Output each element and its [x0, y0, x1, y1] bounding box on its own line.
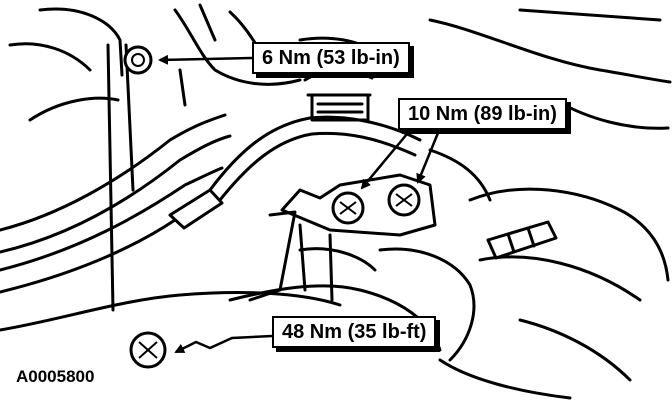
top-fitting [303, 69, 374, 122]
torque-callout-upper-bolt: 6 Nm (53 lb-in) [252, 42, 410, 74]
lower-housing [0, 187, 670, 400]
fluid-lines [0, 113, 422, 294]
torque-callout-lower-bolt: 48 Nm (35 lb-ft) [272, 316, 437, 348]
leader-arrow-center-right [416, 127, 442, 184]
bolt-center-left [331, 191, 365, 225]
leader-arrow-upper [158, 54, 253, 65]
center-bracket-plate [248, 173, 437, 302]
torque-callout-center-bolts: 10 Nm (89 lb-in) [398, 98, 567, 130]
leader-arrow-lower [174, 334, 273, 354]
figure-id-label: A0005800 [16, 367, 95, 386]
bolt-center-right [387, 183, 421, 217]
bolt-upper-left [123, 45, 153, 75]
bolt-lower-left [129, 331, 167, 369]
hose-clamp [486, 220, 558, 260]
leader-arrow-center-left [360, 127, 413, 190]
